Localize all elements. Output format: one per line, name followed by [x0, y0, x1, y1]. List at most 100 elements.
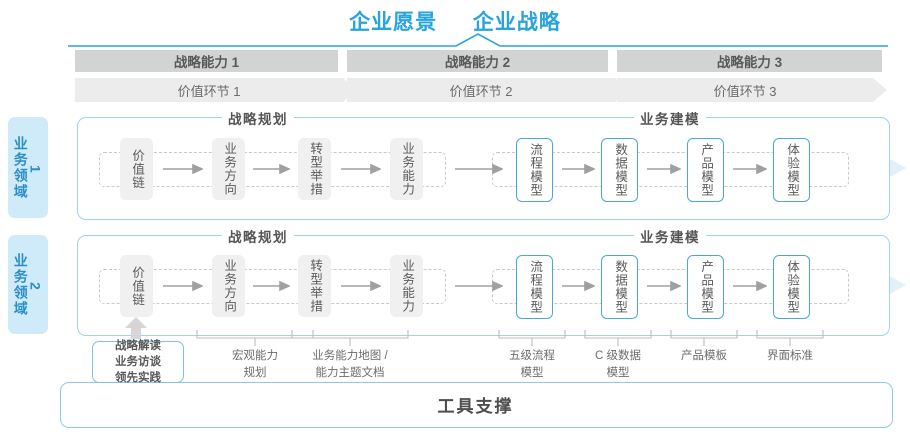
arrow-icon-r2-6 [647, 281, 681, 291]
node-business-direction-row-1[interactable]: 业务方向 [212, 138, 245, 200]
brace-product-template [670, 330, 738, 346]
callout-strategy-inputs-line-1: 战略解读 [115, 339, 161, 352]
callout-macro-capability-plan: 宏观能力 规划 [200, 348, 310, 381]
section-rule-mid2-2 [540, 235, 632, 237]
node-process-model-row-1[interactable]: 流程模型 [516, 138, 553, 202]
sidebar-item-business-domain-1[interactable]: 业务领域 1 [8, 117, 48, 218]
arrow-up-icon-strategy-input [125, 317, 147, 339]
arrow-icon-r2-3 [341, 281, 381, 291]
node-process-model-row-2[interactable]: 流程模型 [516, 255, 553, 319]
chevron-shape-3 [617, 78, 887, 102]
node-transformation-measures-row-2[interactable]: 转型举措 [298, 255, 331, 317]
node-business-capability-row-2-label: 业务能力 [400, 259, 415, 313]
strategic-capability-1: 战略能力 1 [75, 50, 338, 72]
arrow-icon-r2-5 [562, 281, 595, 291]
strategic-capability-3-label: 战略能力 3 [716, 55, 783, 70]
node-business-capability-row-2[interactable]: 业务能力 [390, 255, 423, 317]
node-transformation-measures-row-1[interactable]: 转型举措 [298, 138, 331, 200]
chevron-shape-2 [347, 78, 629, 102]
brace-ui-standard [756, 330, 824, 346]
business-domain-2-number: 2 [27, 282, 44, 290]
tool-support-label: 工具支撑 [437, 396, 514, 416]
section-title-modeling-row-1: 业务建模 [634, 108, 706, 128]
callout-five-level-process-model: 五级流程 模型 [492, 348, 572, 381]
callout-c-level-data-model-line-1: C 级数据 [595, 350, 641, 362]
node-experience-model-row-1[interactable]: 体验模型 [773, 138, 810, 202]
callout-five-level-process-model-line-1: 五级流程 [509, 350, 555, 362]
strategic-capability-2-label: 战略能力 2 [444, 55, 511, 70]
node-experience-model-row-1-label: 体验模型 [785, 143, 800, 197]
node-product-model-row-1[interactable]: 产品模型 [687, 138, 724, 202]
node-product-model-row-2-label: 产品模型 [699, 260, 714, 314]
arrow-icon-r1-2 [253, 164, 290, 174]
callout-capability-map: 业务能力地图 / 能力主题文档 [295, 348, 405, 381]
callout-strategy-inputs-line-2: 业务访谈 [115, 355, 161, 368]
arrow-icon-r1-1 [163, 164, 203, 174]
node-data-model-row-2[interactable]: 数据模型 [601, 255, 638, 319]
arrow-icon-r1-3 [341, 164, 381, 174]
title-vision: 企业愿景 [349, 11, 438, 34]
callout-strategy-inputs[interactable]: 战略解读 业务访谈 领先实践 [92, 339, 184, 385]
business-domain-2-label: 业务领域 [12, 252, 29, 317]
brace-capability-map [291, 330, 409, 346]
strategic-capability-2: 战略能力 2 [347, 50, 608, 72]
value-link-2: 价值环节 2 [347, 78, 629, 102]
section-title-planning-row-1: 战略规划 [222, 108, 294, 128]
brace-process-model [498, 330, 566, 346]
node-data-model-row-2-label: 数据模型 [613, 260, 628, 314]
chevron-shape-1 [75, 78, 357, 102]
node-process-model-row-1-label: 流程模型 [528, 143, 543, 197]
callout-ui-standard-line-1: 界面标准 [767, 350, 813, 362]
node-transformation-measures-row-1-label: 转型举措 [308, 142, 323, 196]
arrow-icon-r2-4 [455, 281, 503, 291]
callout-c-level-data-model-line-2: 模型 [606, 366, 630, 379]
business-domain-1-number: 1 [27, 165, 44, 173]
value-link-1-label: 价值环节 1 [177, 83, 241, 99]
value-link-3: 价值环节 3 [617, 78, 887, 102]
callout-macro-capability-plan-line-1: 宏观能力 [232, 350, 278, 362]
node-value-chain-row-2-label: 价值链 [130, 265, 145, 307]
arrow-icon-r2-7 [733, 281, 767, 291]
business-domain-1-label: 业务领域 [12, 135, 29, 200]
dashed-group-planning-row-1 [99, 152, 446, 187]
brace-data-model [584, 330, 652, 346]
node-product-model-row-1-label: 产品模型 [699, 143, 714, 197]
callout-ui-standard: 界面标准 [750, 348, 830, 365]
node-value-chain-row-2[interactable]: 价值链 [120, 255, 153, 317]
value-link-3-label: 价值环节 3 [713, 83, 777, 99]
node-business-direction-row-2[interactable]: 业务方向 [212, 255, 245, 317]
section-title-planning-row-2: 战略规划 [222, 226, 294, 246]
callout-product-template-line-1: 产品模板 [681, 350, 727, 362]
node-data-model-row-1[interactable]: 数据模型 [601, 138, 638, 202]
value-link-1: 价值环节 1 [75, 78, 357, 102]
arrow-icon-r2-1 [163, 281, 203, 291]
title-connector-line [68, 33, 888, 47]
arrow-icon-r1-7 [733, 164, 767, 174]
node-value-chain-row-1-label: 价值链 [130, 148, 145, 190]
arrow-icon-r2-2 [253, 281, 290, 291]
value-link-2-label: 价值环节 2 [449, 83, 513, 99]
sidebar-item-business-domain-2[interactable]: 业务领域 2 [8, 235, 48, 334]
section-rule-left-1 [132, 117, 218, 119]
callout-strategy-inputs-line-3: 领先实践 [115, 372, 161, 385]
section-rule-left-2 [132, 235, 218, 237]
callout-five-level-process-model-line-2: 模型 [520, 366, 544, 379]
node-product-model-row-2[interactable]: 产品模型 [687, 255, 724, 319]
section-title-modeling-row-2: 业务建模 [634, 226, 706, 246]
node-business-capability-row-1-label: 业务能力 [400, 142, 415, 196]
strategic-capability-3: 战略能力 3 [617, 50, 882, 72]
node-transformation-measures-row-2-label: 转型举措 [308, 259, 323, 313]
section-rule-mid-1 [300, 117, 416, 119]
node-value-chain-row-1[interactable]: 价值链 [120, 138, 153, 200]
section-rule-right-2 [712, 235, 792, 237]
section-rule-mid-2 [300, 235, 416, 237]
strategic-capability-1-label: 战略能力 1 [173, 55, 240, 70]
arrow-icon-r1-5 [562, 164, 595, 174]
node-experience-model-row-2-label: 体验模型 [785, 260, 800, 314]
callout-capability-map-line-2: 能力主题文档 [315, 366, 385, 379]
node-process-model-row-2-label: 流程模型 [528, 260, 543, 314]
node-business-capability-row-1[interactable]: 业务能力 [390, 138, 423, 200]
node-experience-model-row-2[interactable]: 体验模型 [773, 255, 810, 319]
callout-product-template: 产品模板 [664, 348, 744, 365]
